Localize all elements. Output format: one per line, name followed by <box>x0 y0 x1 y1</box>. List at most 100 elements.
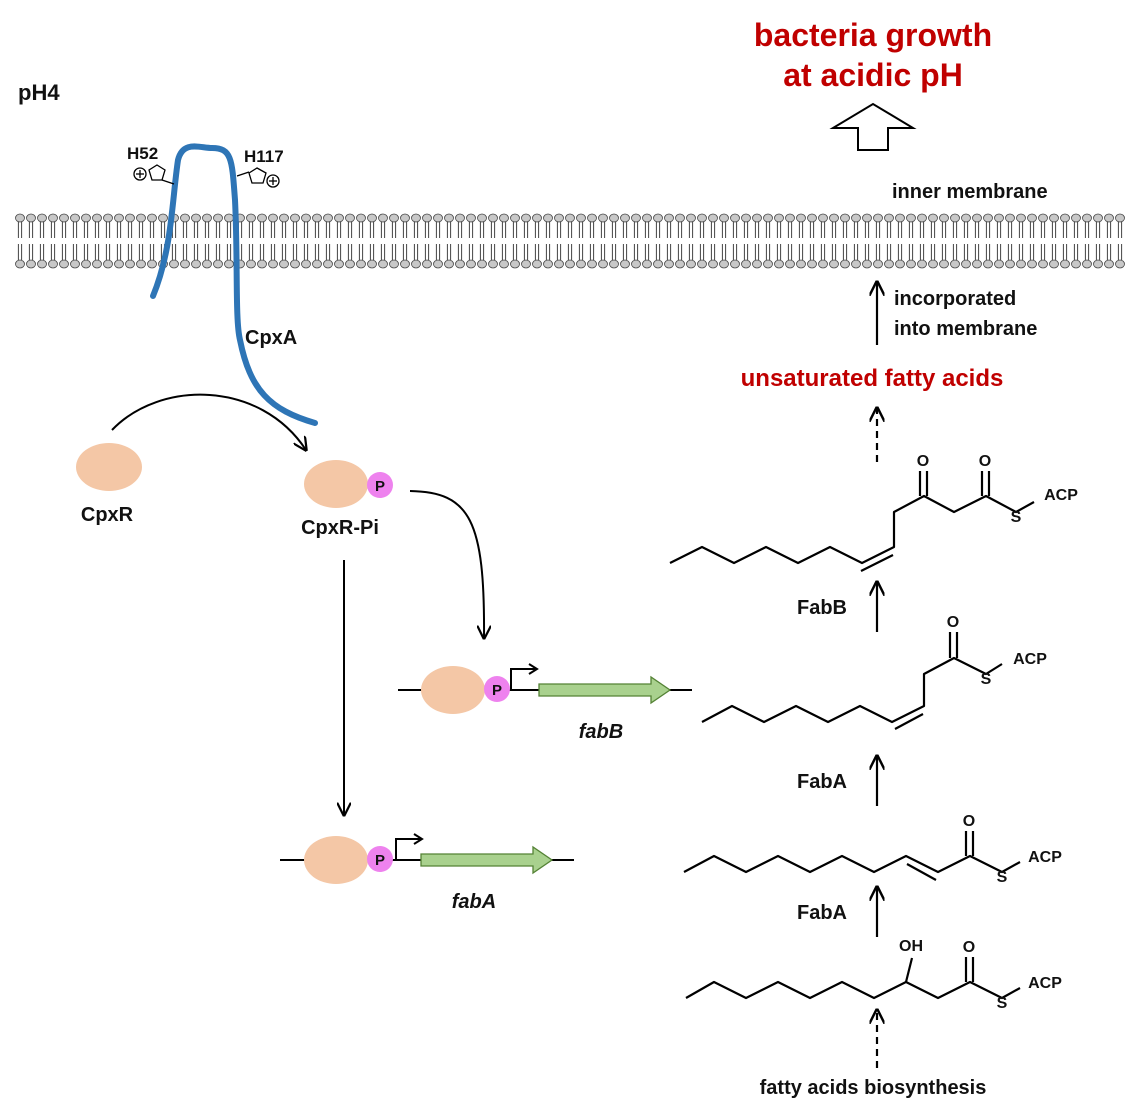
lipid-head <box>367 213 377 223</box>
lipid-head <box>202 213 212 223</box>
lipid-head <box>565 213 575 223</box>
lipid-head <box>730 259 740 269</box>
molecule-cis-decenoyl-acp <box>701 632 1003 730</box>
lipid-head <box>180 259 190 269</box>
faba-enzyme-label-2: FabA <box>797 902 847 924</box>
lipid-head <box>334 213 344 223</box>
growth-arrow-icon <box>829 102 917 151</box>
lipid-head <box>664 213 674 223</box>
lipid-head <box>708 259 718 269</box>
lipid-head <box>246 259 256 269</box>
lipid-head <box>213 213 223 223</box>
lipid-head <box>389 259 399 269</box>
lipid-head <box>477 213 487 223</box>
lipid-head <box>675 213 685 223</box>
cpxr-label: CpxR <box>81 504 134 526</box>
lipid-head <box>125 259 135 269</box>
lipid-head <box>26 213 36 223</box>
lipid-head <box>356 259 366 269</box>
lipid-head <box>433 259 443 269</box>
lipid-head <box>576 259 586 269</box>
lipid-head <box>1038 213 1048 223</box>
lipid-head <box>895 259 905 269</box>
lipid-head <box>114 213 124 223</box>
lipid-head <box>664 259 674 269</box>
lipid-head <box>620 259 630 269</box>
lipid-head <box>697 259 707 269</box>
lipid-head <box>884 259 894 269</box>
lipid-head <box>708 213 718 223</box>
cpxa-label: CpxA <box>245 327 297 349</box>
mol1-hydroxyl: OH <box>899 938 923 955</box>
lipid-head <box>972 213 982 223</box>
fabb-gene-arrow <box>538 675 672 705</box>
lipid-head <box>554 259 564 269</box>
lipid-head <box>994 259 1004 269</box>
lipid-head <box>774 259 784 269</box>
cpxa-protein <box>150 143 318 426</box>
lipid-head <box>191 213 201 223</box>
faba-promoter-icon <box>395 838 420 860</box>
mol1-sulfur: S <box>997 995 1008 1012</box>
lipid-head <box>147 213 157 223</box>
lipid-head <box>70 213 80 223</box>
mol3-oxygen: O <box>947 614 959 631</box>
lipid-head <box>411 213 421 223</box>
lipid-head <box>136 213 146 223</box>
lipid-head <box>1115 259 1125 269</box>
lipid-head <box>334 259 344 269</box>
lipid-head <box>422 213 432 223</box>
lipid-head <box>818 213 828 223</box>
lipid-head <box>1060 213 1070 223</box>
lipid-head <box>1115 213 1125 223</box>
lipid-head <box>862 213 872 223</box>
lipid-head <box>444 213 454 223</box>
h52-imidazole-icon <box>133 164 175 185</box>
lipid-head <box>554 213 564 223</box>
lipid-head <box>741 213 751 223</box>
lipid-head <box>1049 213 1059 223</box>
lipid-head <box>191 259 201 269</box>
faba-operon: P <box>280 833 574 884</box>
lipid-head <box>1082 259 1092 269</box>
mol3-acp: ACP <box>1013 651 1047 668</box>
incorporated-line-2: into membrane <box>894 318 1037 340</box>
lipid-head <box>631 259 641 269</box>
lipid-head <box>609 213 619 223</box>
lipid-head <box>1005 213 1015 223</box>
lipid-head <box>136 259 146 269</box>
phosphate-label: P <box>375 478 385 495</box>
lipid-head <box>829 213 839 223</box>
lipid-head <box>312 213 322 223</box>
lipid-head <box>301 259 311 269</box>
lipid-head <box>873 213 883 223</box>
lipid-head <box>796 259 806 269</box>
title-line-1: bacteria growth <box>754 17 992 53</box>
lipid-head <box>312 259 322 269</box>
lipid-head <box>455 213 465 223</box>
lipid-head <box>1027 259 1037 269</box>
lipid-head <box>1060 259 1070 269</box>
mol4-sulfur: S <box>1011 509 1022 526</box>
lipid-head <box>598 259 608 269</box>
lipid-head <box>422 259 432 269</box>
h117-label: H117 <box>244 147 284 166</box>
faba-label: fabA <box>452 891 496 913</box>
fabb-enzyme-label: FabB <box>797 597 847 619</box>
lipid-head <box>1093 213 1103 223</box>
lipid-head <box>653 259 663 269</box>
mol4-oxygen-thioester: O <box>979 453 991 470</box>
lipid-head <box>510 259 520 269</box>
incorporated-line-1: incorporated <box>894 288 1016 310</box>
lipid-head <box>158 213 168 223</box>
lipid-head <box>642 259 652 269</box>
lipid-head <box>1082 213 1092 223</box>
lipid-head <box>796 213 806 223</box>
lipid-head <box>224 213 234 223</box>
lipid-head <box>642 213 652 223</box>
lipid-head <box>345 213 355 223</box>
lipid-head <box>323 259 333 269</box>
lipid-head <box>598 213 608 223</box>
lipid-head <box>279 259 289 269</box>
lipid-head <box>59 259 69 269</box>
